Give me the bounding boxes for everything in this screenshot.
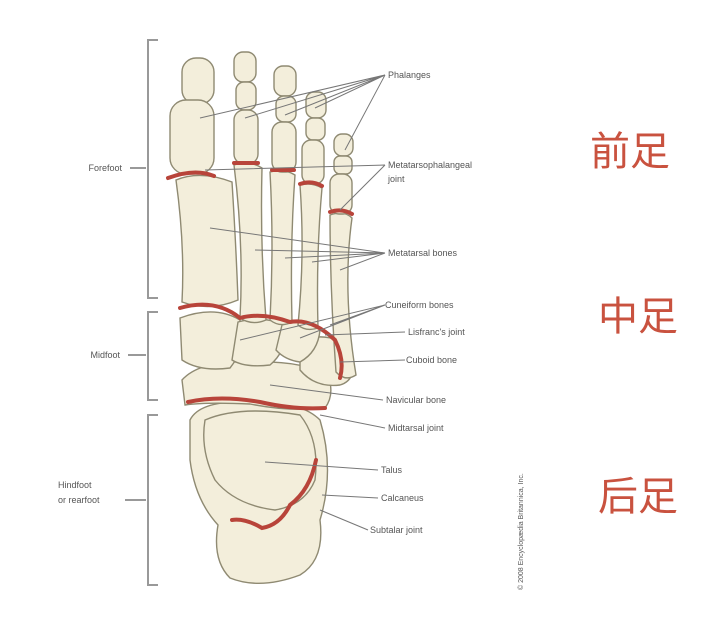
navicular-bone-label: Navicular bone xyxy=(386,395,446,405)
chinese-midfoot-label: 中足 xyxy=(598,294,678,340)
hindfoot-label: Hindfoot xyxy=(58,480,92,490)
region-brackets xyxy=(125,39,158,586)
cuboid-bone-label: Cuboid bone xyxy=(406,355,457,365)
talus-bone xyxy=(203,410,317,511)
midfoot-label: Midfoot xyxy=(90,350,120,360)
chinese-forefoot-label: 前足 xyxy=(590,129,670,175)
lisfranc-joint-label: Lisfranc's joint xyxy=(408,327,465,337)
hallux-proximal-phalanx xyxy=(169,99,215,175)
cuneiform-bones-label: Cuneiform bones xyxy=(385,300,454,310)
metatarsal-1 xyxy=(175,174,239,308)
talus-label: Talus xyxy=(381,465,403,475)
midfoot-bracket xyxy=(147,311,158,401)
subtalar-joint-label: Subtalar joint xyxy=(370,525,423,535)
forefoot-label: Forefoot xyxy=(88,163,122,173)
hallux-distal-phalanx xyxy=(181,57,215,105)
chinese-hindfoot-label: 后足 xyxy=(598,474,678,520)
metatarsal-3 xyxy=(269,169,296,326)
metatarsophalangeal-joint-label: Metatarsophalangeal xyxy=(388,160,472,170)
forefoot-bracket xyxy=(147,39,158,299)
metatarsal-5 xyxy=(329,212,357,379)
leader-lines xyxy=(199,74,406,531)
hindfoot-bracket xyxy=(147,414,158,586)
copyright-text: © 2008 Encyclopædia Britannica, Inc. xyxy=(517,473,525,590)
calcaneus-label: Calcaneus xyxy=(381,493,424,503)
hindfoot-label-2: or rearfoot xyxy=(58,495,100,505)
metatarsal-bones-label: Metatarsal bones xyxy=(388,248,458,258)
metatarsophalangeal-joint-label-2: joint xyxy=(387,174,405,184)
joint-lines xyxy=(166,161,354,531)
midtarsal-joint-label: Midtarsal joint xyxy=(388,423,444,433)
phalanges-label: Phalanges xyxy=(388,70,431,80)
metatarsal-2 xyxy=(233,162,267,324)
